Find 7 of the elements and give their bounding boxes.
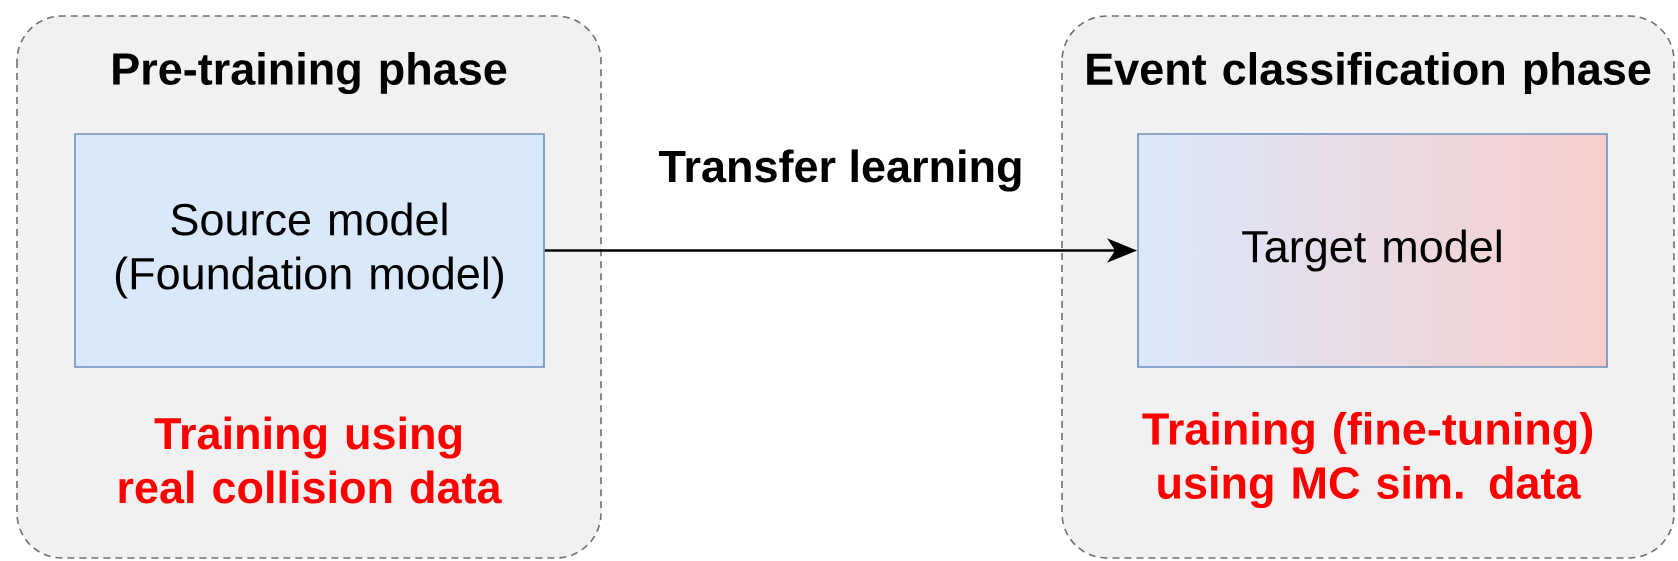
training-note: Training (fine-tuning) using MC sim. data	[1142, 411, 1593, 509]
phase-heading: Pre-training phase	[113, 51, 507, 95]
model-box: Target model	[1137, 133, 1608, 368]
training-note: Training using real collision data	[119, 416, 502, 504]
phase-heading: Event classification phase	[1087, 52, 1651, 94]
model-box: Source model (Foundation model)	[74, 133, 545, 368]
edge-label: Transfer learning	[658, 149, 1021, 192]
